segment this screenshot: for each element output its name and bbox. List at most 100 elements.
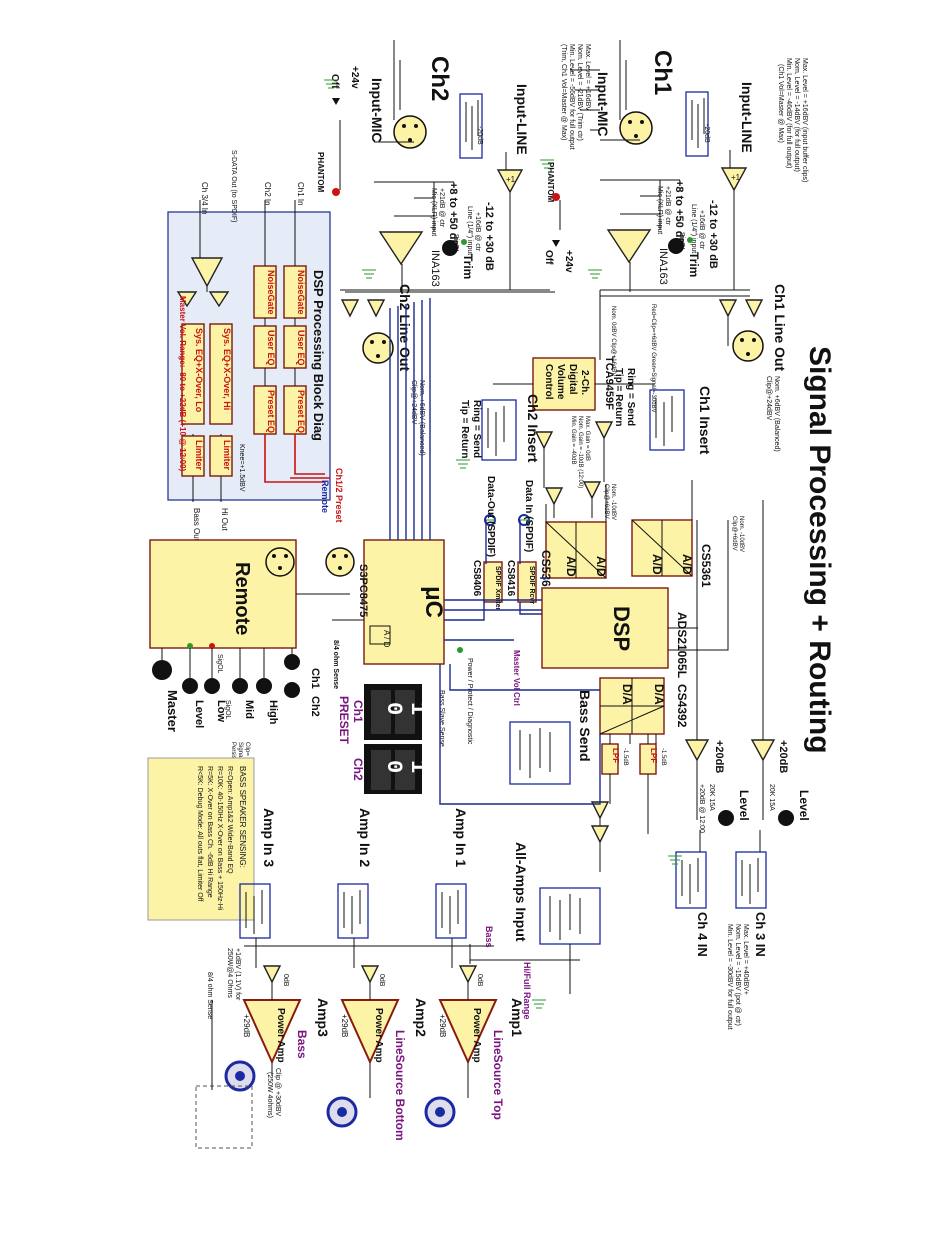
spdif-xmtr-chip: CS8406: [471, 560, 482, 597]
remote-master-knob[interactable]: [152, 660, 172, 680]
ch1-line-buffer: [720, 167, 748, 192]
dsp-block-ch1-in: Ch1 In: [296, 182, 305, 206]
ch1-phantom-off: Off: [543, 250, 554, 265]
page-title: Signal Processing + Routing: [803, 346, 836, 754]
ch3-in-label: Ch 3 IN: [753, 912, 768, 957]
ch1-mic-gain: +8 to +50 dB: [673, 180, 685, 245]
ch4-in-label: Ch 4 IN: [695, 912, 710, 957]
ch1-phantom-voltage: +24v: [563, 250, 574, 273]
ch4-level-label: Level: [737, 790, 751, 821]
amp3-clip: Clip @ +30dBV: [274, 1068, 281, 1116]
spdif-transmitter: SPDIF Xmiter CS8406 Data-Out (SPDIF): [471, 476, 503, 611]
amp2-label: Power Amp: [373, 1008, 384, 1063]
amp1-gain: +29dB: [438, 1014, 447, 1037]
remote-ch1-knob[interactable]: [284, 654, 300, 670]
remote-mid-label: Mid: [243, 700, 255, 719]
dsp-limiter-hi: Limiter: [222, 440, 232, 471]
ch2-xlr-input-icon[interactable]: [393, 115, 427, 149]
all-amps-jack-icon[interactable]: [539, 887, 601, 945]
lpf-gain-2: -1.5dB: [622, 748, 628, 766]
remote-high-knob[interactable]: [256, 678, 272, 694]
ch3-jack-icon[interactable]: [735, 851, 767, 909]
ch2-phantom-switch[interactable]: [332, 98, 340, 105]
ch1-nom-note: Nom. 0dBV Clip@+16dBV: [610, 306, 616, 376]
microcontroller: μC S3PC8475 A / D 8/4 ohm Sense Master V…: [332, 539, 521, 747]
amp-in-2-label: Amp In 2: [357, 808, 373, 867]
ch1-input-section: Ch1 Input-LINE Input-MIC Max. Level = +1…: [543, 40, 808, 292]
dsp-hi-out: Hi Out: [220, 508, 229, 531]
bass-route-label: Bass: [484, 926, 494, 948]
ch1-phantom-switch[interactable]: [552, 240, 560, 247]
ch2-trim-knob[interactable]: [442, 240, 458, 256]
amp3-sense: 8/4 ohm Sense: [206, 972, 213, 1019]
remote-ch2-knob[interactable]: [284, 682, 300, 698]
ch2-sigol-led: [461, 239, 467, 245]
ch1-line-note-4: (Ch1 Vol=Master @ Max): [777, 64, 784, 143]
ch2-phantom-led: [332, 188, 340, 196]
remote-level-label: Level: [193, 700, 205, 728]
spdif-rcvr-label: SPDIF Rcvr: [528, 566, 535, 604]
svg-text:+1: +1: [506, 175, 516, 184]
remote-low-knob[interactable]: [204, 678, 220, 694]
volume-line-3: Volume: [555, 364, 566, 400]
ch1-insert-ring: Ring = Send: [625, 368, 636, 426]
ch1-sigol-label: SigOL: [678, 232, 685, 252]
amp1-level: 0dB: [476, 974, 483, 987]
ch1-insert-jack-icon[interactable]: [649, 389, 685, 451]
ch2-phantom-voltage: +24v: [349, 66, 360, 89]
amp-in-3-label: Amp In 3: [261, 808, 277, 867]
bass-send-jack-icon[interactable]: [509, 721, 571, 785]
dsp-noisegate-2: NoiseGate: [266, 270, 276, 315]
ch2-mic-gain-sub: +21dB @ ctr: [438, 188, 445, 228]
preset1-digit-2: 1: [405, 702, 430, 715]
ch34-note-1: Max. Level = +40dBV+: [742, 924, 749, 995]
bass-sensing-line-4: R<5K: Debug Mode: All outs flat, Limiter…: [196, 766, 203, 902]
amp-in-3-jack-icon[interactable]: [239, 883, 271, 939]
bass-sensing-note: BASS SPEAKER SENSING: R=Open: Amp1&2 Wid…: [147, 757, 255, 921]
dac-block-2: D/A: [620, 684, 634, 705]
remote-mid-knob[interactable]: [232, 678, 248, 694]
ch34-input-section: +20dB +20dB Level Level 20K 15A 20K 15A …: [675, 500, 811, 1030]
ch1-line-input-label: Input-LINE: [739, 82, 755, 153]
ch1-line-gain-sub: +16dB @ ctr: [698, 210, 705, 250]
amp2-desc: LineSource Bottom: [393, 1030, 407, 1141]
volume-line-4: Control: [543, 364, 554, 400]
ch1-pad-label: -20dB: [703, 124, 710, 143]
ch3-gain: +20dB: [777, 740, 789, 773]
ch2-line-out-xlr-icon[interactable]: [362, 332, 394, 364]
ch4-gain-note: +20dB @ 12:00: [698, 784, 705, 833]
ch1-trim-knob[interactable]: [668, 238, 684, 254]
ch2-insert-jack-icon[interactable]: [481, 399, 517, 461]
ch4-level-knob[interactable]: [718, 810, 734, 826]
dsp-preset-link: Ch1/2 Preset: [334, 468, 344, 523]
remote-socket-icon[interactable]: [265, 547, 295, 577]
preset2-digit-1: 0: [381, 760, 406, 773]
ch3-level-knob[interactable]: [778, 810, 794, 826]
amp3-desc: Bass: [295, 1030, 309, 1059]
remote-connector-icon[interactable]: [325, 547, 355, 577]
preset-ch1-sub: PRESET: [337, 696, 351, 745]
ch1-xlr-input-icon[interactable]: [619, 111, 653, 145]
amp3-name: Amp3: [315, 998, 331, 1037]
amp-in-2-jack-icon[interactable]: [337, 883, 369, 939]
spdif-data-in: Data In (SPDIF): [523, 480, 534, 552]
ch1-line-out-label: Ch1 Line Out: [772, 284, 788, 371]
adc-ch34-block-2: A/D: [650, 554, 664, 575]
adc-ch34-nom: Nom. -10dBV: [738, 516, 744, 552]
ch1-line-out-xlr-icon[interactable]: [732, 330, 764, 362]
ch2-pad-label: -20dB: [476, 126, 483, 145]
ch1-line-jack-icon[interactable]: [685, 91, 709, 157]
ch1-line-gain-note: Line (1/4") input: [690, 204, 697, 253]
amp-in-1-jack-icon[interactable]: [435, 883, 467, 939]
dsp-usereq-2: User EQ: [266, 330, 276, 366]
remote-panel: Remote Ch1 Ch2 High Mid Low Level Master…: [149, 539, 321, 807]
remote-sigol-1: SigOL: [216, 654, 223, 674]
ch1-trim-label: Trim: [687, 252, 701, 277]
ch2-line-jack-icon[interactable]: [459, 93, 483, 159]
remote-ch2-label: Ch2: [309, 696, 321, 717]
remote-level-knob[interactable]: [182, 678, 198, 694]
preset1-digit-1: 0: [381, 702, 406, 715]
adc-ch34-chip: CS5361: [699, 544, 713, 588]
ch4-jack-icon[interactable]: [675, 851, 707, 909]
